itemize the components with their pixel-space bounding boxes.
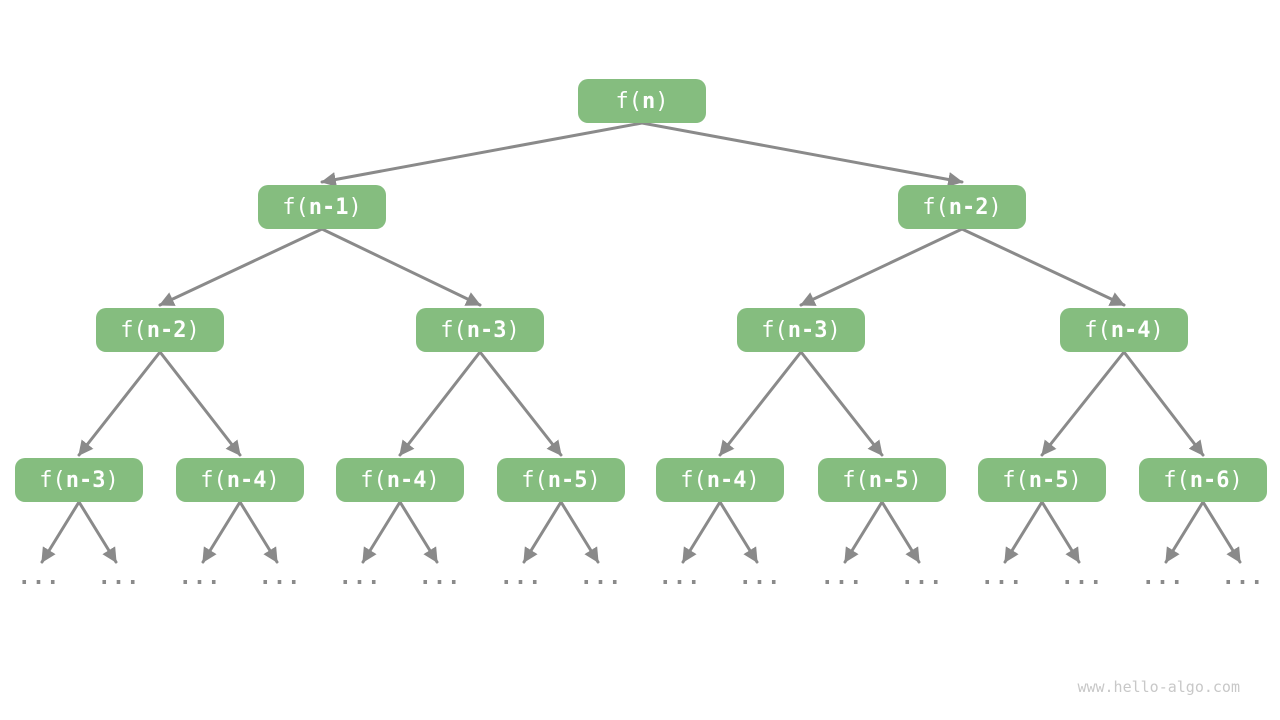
edge-arrow — [799, 350, 884, 457]
edge-arrow — [158, 350, 242, 457]
tree-node: f(n-1) — [258, 185, 386, 229]
ellipsis-label: ... — [820, 565, 864, 590]
edge-arrow — [1201, 500, 1242, 564]
edge-arrow — [238, 500, 279, 564]
edge-arrow — [320, 121, 644, 187]
edge-arrow — [201, 500, 242, 564]
ellipsis-label: ... — [1141, 565, 1185, 590]
edge-arrow — [960, 227, 1126, 307]
edge-arrow — [522, 500, 563, 564]
tree-node: f(n-4) — [1060, 308, 1188, 352]
edge-arrow — [361, 500, 402, 564]
edge-arrow — [880, 500, 921, 564]
ellipsis-label: ... — [980, 565, 1024, 590]
edge-arrow — [718, 350, 803, 457]
edge-arrow — [1003, 500, 1044, 564]
ellipsis-label: ... — [17, 565, 61, 590]
edge-arrow — [681, 500, 722, 564]
edge-arrow — [559, 500, 600, 564]
ellipsis-label: ... — [178, 565, 222, 590]
tree-node: f(n-3) — [737, 308, 865, 352]
ellipsis-label: ... — [418, 565, 462, 590]
ellipsis-label: ... — [499, 565, 543, 590]
tree-node: f(n-6) — [1139, 458, 1267, 502]
edge-arrow — [77, 350, 162, 457]
ellipsis-label: ... — [579, 565, 623, 590]
edge-arrow — [718, 500, 759, 564]
edge-arrow — [40, 500, 81, 564]
tree-node: f(n-4) — [656, 458, 784, 502]
edge-arrow — [1122, 350, 1205, 457]
watermark: www.hello-algo.com — [1077, 678, 1240, 696]
ellipsis-label: ... — [658, 565, 702, 590]
edge-arrow — [1164, 500, 1205, 564]
edge-arrow — [1040, 350, 1126, 457]
edge-arrow — [640, 121, 964, 187]
ellipsis-label: ... — [738, 565, 782, 590]
edge-arrow — [77, 500, 118, 564]
edge-arrow — [843, 500, 884, 564]
edge-arrow — [158, 227, 324, 307]
ellipsis-label: ... — [97, 565, 141, 590]
tree-node: f(n-5) — [497, 458, 625, 502]
edge-arrow — [320, 227, 482, 307]
edge-arrow — [398, 350, 482, 457]
tree-node: f(n-2) — [96, 308, 224, 352]
ellipsis-label: ... — [1060, 565, 1104, 590]
tree-node: f(n-3) — [416, 308, 544, 352]
tree-node: f(n-5) — [978, 458, 1106, 502]
ellipsis-label: ... — [338, 565, 382, 590]
tree-node: f(n-3) — [15, 458, 143, 502]
edge-arrow — [1040, 500, 1081, 564]
ellipsis-label: ... — [1221, 565, 1265, 590]
ellipsis-label: ... — [900, 565, 944, 590]
edge-arrow — [799, 227, 964, 307]
edge-arrow — [398, 500, 439, 564]
tree-node: f(n-2) — [898, 185, 1026, 229]
tree-node: f(n-5) — [818, 458, 946, 502]
tree-node: f(n) — [578, 79, 706, 123]
tree-node: f(n-4) — [336, 458, 464, 502]
tree-node: f(n-4) — [176, 458, 304, 502]
ellipsis-label: ... — [258, 565, 302, 590]
edge-arrow — [478, 350, 563, 457]
